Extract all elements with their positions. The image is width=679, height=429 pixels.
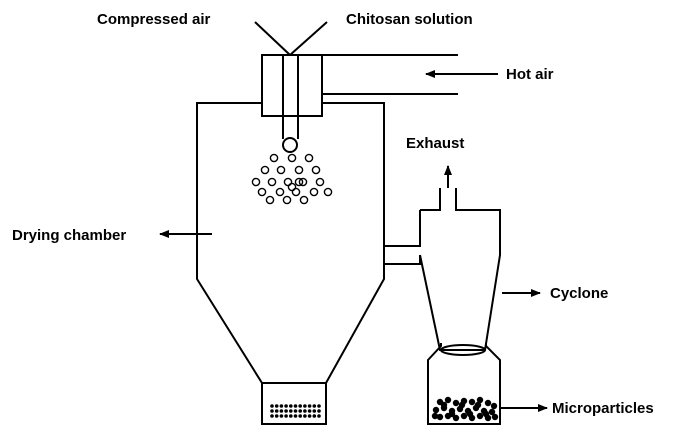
- collected-particle: [279, 409, 284, 413]
- collected-particle: [289, 404, 293, 408]
- microparticle: [468, 398, 476, 406]
- microparticle: [448, 410, 456, 418]
- microparticle: [488, 408, 496, 416]
- droplet: [275, 187, 285, 197]
- hot-air-duct-bottom: [321, 93, 458, 116]
- microparticle: [466, 410, 474, 418]
- chamber-collector: [261, 382, 327, 425]
- collected-particle: [317, 409, 321, 413]
- microparticle: [484, 399, 492, 407]
- microparticle: [440, 401, 448, 409]
- droplet: [287, 153, 297, 163]
- collected-particle: [279, 414, 284, 418]
- collected-particle: [317, 414, 321, 418]
- microparticle: [490, 402, 498, 410]
- collected-particle: [274, 414, 279, 418]
- droplet: [323, 187, 333, 197]
- collection-vessel: [427, 343, 501, 425]
- microparticle: [491, 413, 499, 421]
- droplet: [299, 195, 309, 205]
- droplet: [267, 177, 277, 187]
- droplet: [276, 165, 286, 175]
- collected-particle: [293, 414, 298, 418]
- collected-particle: [289, 414, 293, 418]
- droplet: [260, 165, 270, 175]
- microparticle: [431, 412, 439, 420]
- spray-droplets: [251, 153, 333, 205]
- droplet: [287, 182, 297, 192]
- microparticle: [476, 396, 484, 404]
- cyclone-outlet: [440, 344, 486, 356]
- collected-particle: [274, 404, 279, 408]
- droplet: [251, 177, 261, 187]
- microparticle: [460, 412, 468, 420]
- microparticle: [476, 412, 484, 420]
- collected-particle: [284, 409, 288, 413]
- microparticle: [452, 399, 460, 407]
- microparticle: [452, 414, 460, 422]
- cyclone-label: Cyclone: [550, 285, 608, 302]
- collected-particle: [293, 404, 298, 408]
- microparticle: [458, 401, 466, 409]
- microparticle: [444, 396, 452, 404]
- collected-particle: [293, 409, 298, 413]
- drying-chamber-label: Drying chamber: [12, 227, 126, 244]
- collected-particle: [312, 404, 317, 408]
- collected-particle: [270, 414, 274, 418]
- collected-particle: [298, 414, 303, 418]
- droplet: [298, 177, 308, 187]
- collected-particle: [289, 409, 293, 413]
- droplet: [294, 165, 304, 175]
- droplet: [294, 177, 304, 187]
- droplet: [291, 187, 301, 197]
- collected-particle: [284, 414, 288, 418]
- collected-particle: [317, 404, 321, 408]
- droplet: [257, 187, 267, 197]
- droplet: [304, 153, 314, 163]
- compressed-air-line: [254, 21, 291, 56]
- collected-particle: [307, 404, 312, 408]
- microparticle: [474, 401, 482, 409]
- droplet: [269, 153, 279, 163]
- hot-air-label: Hot air: [506, 66, 554, 83]
- droplet: [309, 187, 319, 197]
- droplet: [282, 195, 292, 205]
- collected-particle: [307, 409, 312, 413]
- nozzle-housing: [261, 54, 323, 117]
- droplet: [311, 165, 321, 175]
- microparticles-label: Microparticles: [552, 400, 654, 417]
- connecting-duct-top: [384, 210, 421, 247]
- compressed-air-label: Compressed air: [97, 11, 211, 28]
- chitosan-solution-line: [289, 21, 328, 56]
- droplet: [315, 177, 325, 187]
- collected-particle: [312, 409, 317, 413]
- collected-particle: [303, 404, 307, 408]
- collected-particle: [279, 404, 284, 408]
- collected-particle: [303, 409, 307, 413]
- collected-particle: [284, 404, 288, 408]
- cyclone-body: [419, 188, 501, 351]
- chamber-particles: [270, 404, 321, 418]
- collected-particle: [312, 414, 317, 418]
- collected-particle: [298, 404, 303, 408]
- droplet: [265, 195, 275, 205]
- microparticle: [436, 413, 444, 421]
- collected-particle: [298, 409, 303, 413]
- nozzle-tip: [282, 137, 298, 153]
- droplet: [283, 177, 293, 187]
- exhaust-label: Exhaust: [406, 135, 464, 152]
- microparticle: [482, 410, 490, 418]
- collected-particle: [270, 404, 274, 408]
- collected-particle: [307, 414, 312, 418]
- collected-particle: [303, 414, 307, 418]
- collected-particle: [270, 409, 274, 413]
- collected-particle: [274, 409, 279, 413]
- microparticle: [432, 406, 440, 414]
- connecting-duct-bottom: [384, 255, 421, 265]
- microparticles-pile: [431, 396, 499, 422]
- chitosan-solution-label: Chitosan solution: [346, 11, 473, 28]
